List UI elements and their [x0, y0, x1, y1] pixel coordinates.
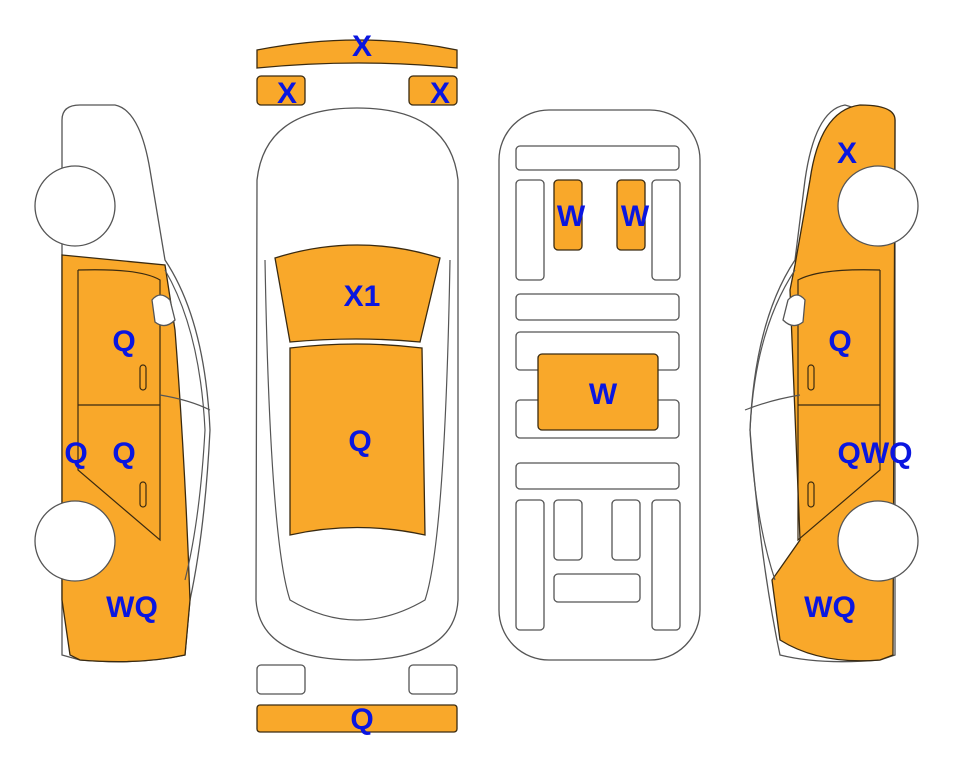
top-view [255, 39, 459, 733]
label-left-fender: WQ [106, 591, 158, 624]
left-front-wheel [34, 165, 116, 247]
left-rear-wheel [34, 500, 116, 582]
roof-left-small-damage[interactable] [256, 75, 306, 106]
right-front-wheel [837, 500, 919, 582]
seat-right-damage[interactable] [616, 179, 646, 251]
label-left-front-door: Q [112, 325, 135, 358]
label-seat-right: W [621, 200, 650, 233]
label-interior-center: W [589, 378, 618, 411]
front-bumper-damage[interactable] [256, 704, 458, 733]
label-seat-left: W [557, 200, 586, 233]
windshield-damage[interactable] [274, 244, 441, 343]
label-right-rear-door: QWQ [838, 437, 913, 470]
interior-view [498, 109, 701, 661]
label-left-rear-door: Q [112, 437, 135, 470]
label-windshield: X1 [344, 280, 381, 313]
right-side-view [744, 104, 919, 663]
label-hood: Q [348, 425, 371, 458]
label-front-bumper: Q [350, 703, 373, 736]
label-right-fender: WQ [804, 591, 856, 624]
label-right-rear-quarter: X [837, 137, 857, 170]
label-roof-bar: X [352, 30, 372, 63]
interior-center-damage[interactable] [537, 353, 659, 431]
label-roof-right: X [430, 77, 450, 110]
left-side-view [34, 104, 211, 663]
right-rear-wheel [837, 165, 919, 247]
roof-bar-damage[interactable] [256, 39, 458, 69]
seat-left-damage[interactable] [553, 179, 583, 251]
label-left-rocker: Q [64, 437, 87, 470]
label-roof-left: X [277, 77, 297, 110]
label-right-front-door: Q [828, 325, 851, 358]
roof-right-small-damage[interactable] [408, 75, 458, 106]
hood-damage[interactable] [289, 343, 426, 536]
